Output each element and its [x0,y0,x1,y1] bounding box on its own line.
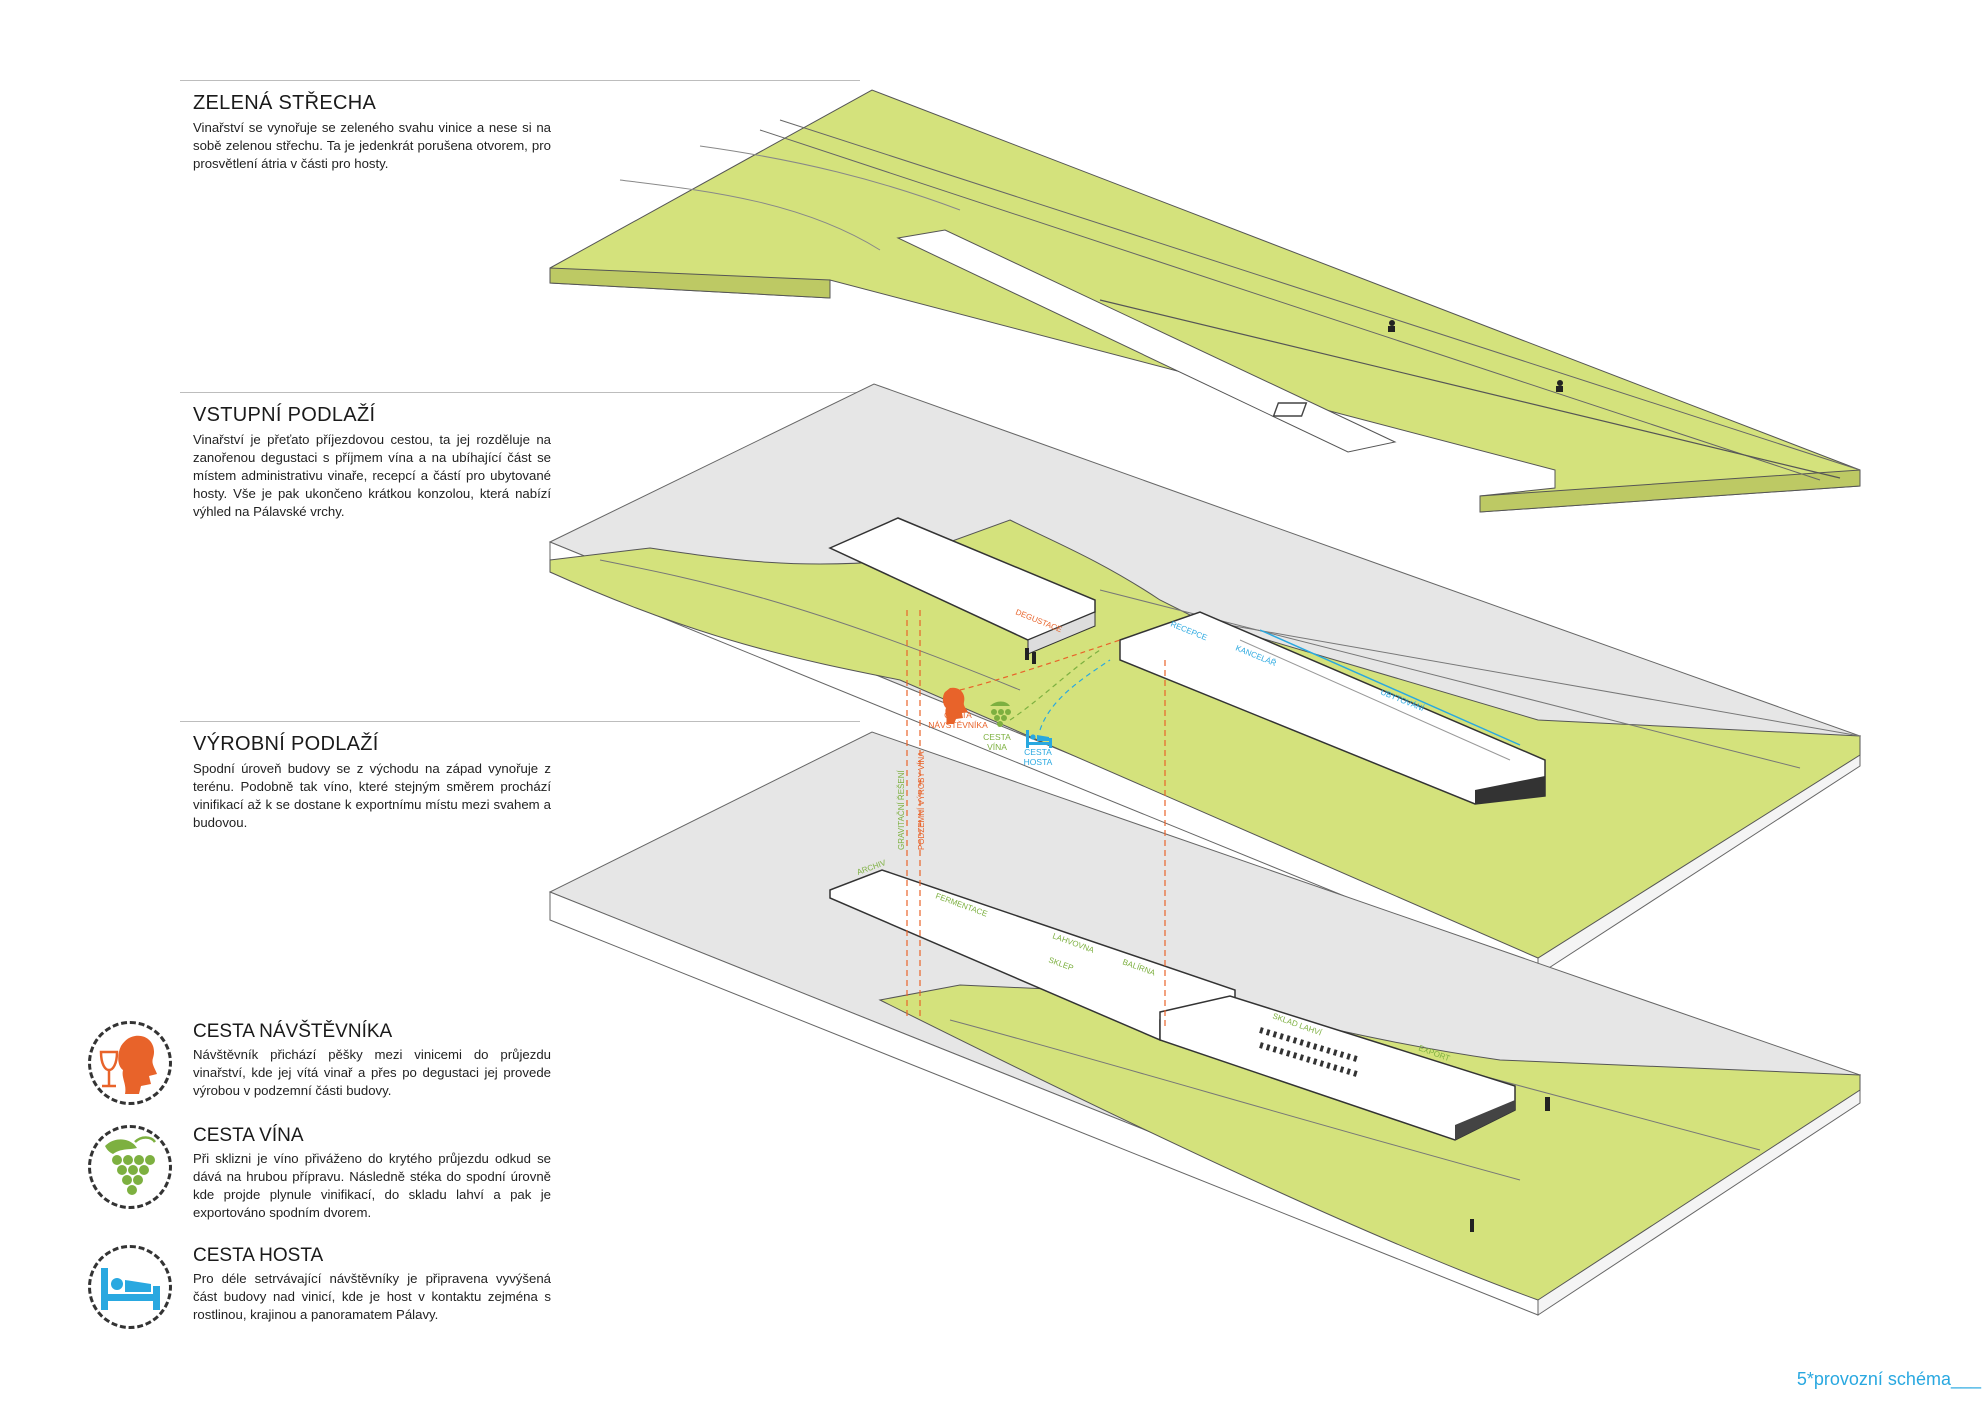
legend-title: CESTA HOSTA [193,1245,324,1266]
legend-title: CESTA VÍNA [193,1125,304,1146]
page-footer: 5*provozní schéma___ [1796,1369,1981,1389]
diagram-visitor-icon [942,687,968,724]
section-roof: ZELENÁ STŘECHA Vinařství se vynořuje se … [180,80,860,173]
divider [180,721,860,722]
bed-icon [88,1245,172,1329]
entrance-level-slab [548,383,1862,976]
production-level-slab [548,731,1862,1316]
label-gravity: GRAVITAČNÍ ŘEŠENÍ [897,770,906,850]
connection-lines [906,610,1166,1030]
section-text: Spodní úroveň budovy se z východu na záp… [193,761,551,830]
divider [180,80,860,81]
legend-text: Při sklizni je víno přiváženo do krytého… [193,1151,551,1220]
section-production: VÝROBNÍ PODLAŽÍ Spodní úroveň budovy se … [180,721,860,832]
legend-title: CESTA NÁVŠTĚVNÍKA [193,1021,393,1042]
section-text: Vinařství je přeťato příjezdovou cestou,… [193,432,551,519]
grapes-icon [88,1125,172,1209]
people-figures [1025,320,1563,1232]
diagram-grapes-icon [990,701,1011,727]
section-title: VSTUPNÍ PODLAŽÍ [193,404,376,426]
label-underground: PODZEMNÍ VÝROBY VÍNA [917,751,926,850]
section-entrance: VSTUPNÍ PODLAŽÍ Vinařství je přeťato pří… [180,392,860,521]
diagram-bed-icon [1026,730,1052,748]
section-title: ZELENÁ STŘECHA [193,92,377,114]
green-roof [549,89,1861,513]
section-text: Vinařství se vynořuje se zeleného svahu … [193,120,551,171]
legend-text: Návštěvník přichází pěšky mezi vinicemi … [193,1047,551,1098]
visitor-icon [88,1021,172,1105]
section-title: VÝROBNÍ PODLAŽÍ [193,733,379,755]
legend-text: Pro déle setrvávající návštěvníky je při… [193,1271,551,1322]
divider [180,392,860,393]
